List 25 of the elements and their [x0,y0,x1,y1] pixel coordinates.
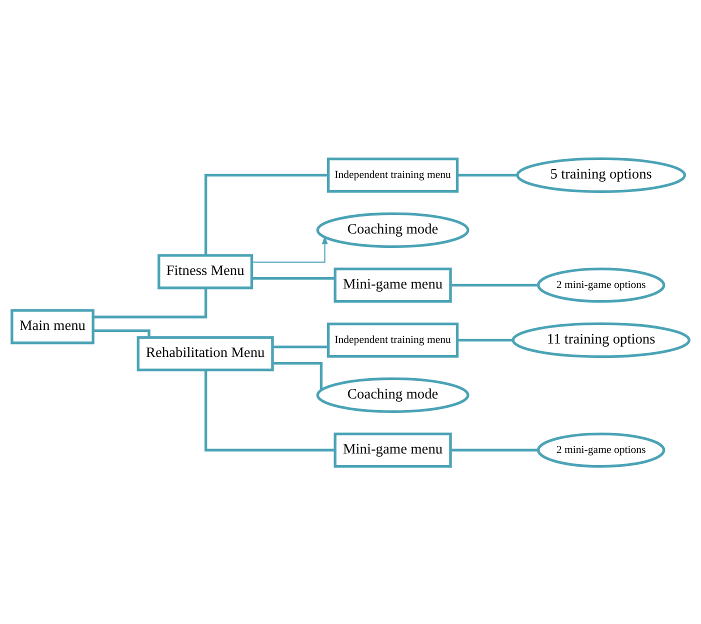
node-ellipse: Coaching mode [316,376,470,412]
node-ellipse: 11 training options [512,322,690,358]
connector [204,370,335,452]
connector [252,276,336,280]
connector [93,328,150,337]
node-box: Mini-game menu [334,432,452,468]
node-box: Fitness Menu [158,254,254,289]
connector [93,288,208,318]
node-ellipse: 5 training options [516,156,686,192]
connector [204,173,328,255]
connector [272,345,328,348]
node-box: Mini-game menu [334,267,452,302]
arrow [252,235,328,262]
node-ellipse: 2 mini-game options [536,432,666,468]
node-box: Main menu [10,308,94,344]
connector [272,361,323,390]
node-box: Independent training menu [326,322,459,358]
node-box: Independent training menu [326,157,459,192]
connector [457,173,518,176]
connector [457,338,513,342]
node-ellipse: 2 mini-game options [536,267,666,302]
node-ellipse: Coaching mode [316,212,470,248]
node-box: Rehabilitation Menu [136,336,274,371]
connector [450,283,538,286]
connector [450,448,538,452]
